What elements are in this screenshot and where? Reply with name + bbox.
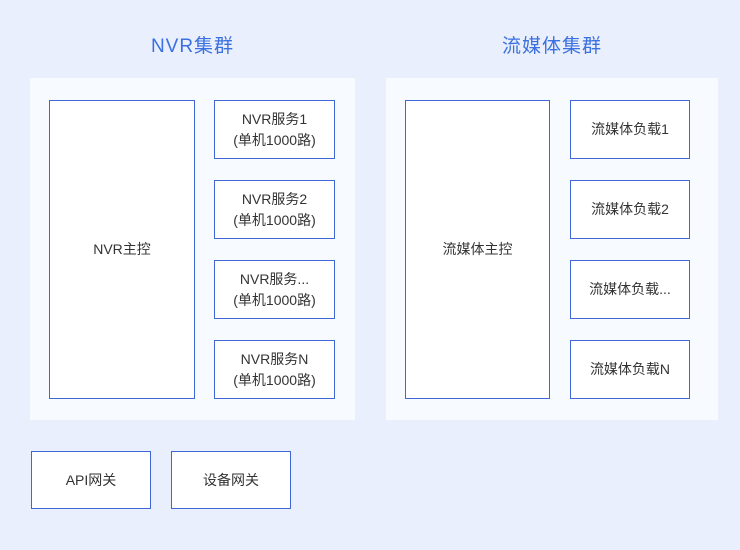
node-sublabel: (单机1000路) bbox=[233, 131, 316, 148]
node-sublabel: (单机1000路) bbox=[233, 211, 316, 228]
stream-load-box-n: 流媒体负载N bbox=[570, 340, 690, 399]
node-label: NVR服务2 bbox=[241, 190, 308, 207]
node-label: NVR服务N bbox=[240, 350, 309, 367]
api-gateway-box: API网关 bbox=[31, 451, 151, 509]
nvr-master-label: NVR主控 bbox=[93, 241, 151, 257]
nvr-master-box: NVR主控 bbox=[49, 100, 195, 399]
device-gateway-label: 设备网关 bbox=[203, 471, 259, 488]
stream-cluster-panel: 流媒体主控 流媒体负载1 流媒体负载2 流媒体负载... 流媒体负载N bbox=[386, 78, 718, 420]
node-label: 流媒体负载N bbox=[589, 361, 671, 377]
node-label: 流媒体负载1 bbox=[591, 121, 669, 137]
stream-master-box: 流媒体主控 bbox=[405, 100, 550, 399]
nvr-service-box-ellipsis: NVR服务... (单机1000路) bbox=[214, 260, 335, 319]
node-sublabel: (单机1000路) bbox=[233, 371, 316, 388]
nvr-cluster-panel: NVR主控 NVR服务1 (单机1000路) NVR服务2 (单机1000路) … bbox=[30, 78, 355, 420]
node-label: 流媒体负载2 bbox=[591, 201, 669, 217]
node-label: NVR服务1 bbox=[241, 110, 308, 127]
node-sublabel: (单机1000路) bbox=[233, 291, 316, 308]
stream-load-box-1: 流媒体负载1 bbox=[570, 100, 690, 159]
stream-load-box-2: 流媒体负载2 bbox=[570, 180, 690, 239]
node-label: 流媒体负载... bbox=[589, 281, 671, 297]
stream-load-box-ellipsis: 流媒体负载... bbox=[570, 260, 690, 319]
nvr-cluster-title: NVR集群 bbox=[150, 36, 235, 57]
node-label: NVR服务... bbox=[239, 270, 310, 287]
nvr-service-box-n: NVR服务N (单机1000路) bbox=[214, 340, 335, 399]
api-gateway-label: API网关 bbox=[65, 471, 117, 488]
stream-master-label: 流媒体主控 bbox=[442, 241, 513, 257]
stream-cluster-title: 流媒体集群 bbox=[501, 36, 602, 57]
nvr-service-box-1: NVR服务1 (单机1000路) bbox=[214, 100, 335, 159]
nvr-service-box-2: NVR服务2 (单机1000路) bbox=[214, 180, 335, 239]
device-gateway-box: 设备网关 bbox=[171, 451, 291, 509]
